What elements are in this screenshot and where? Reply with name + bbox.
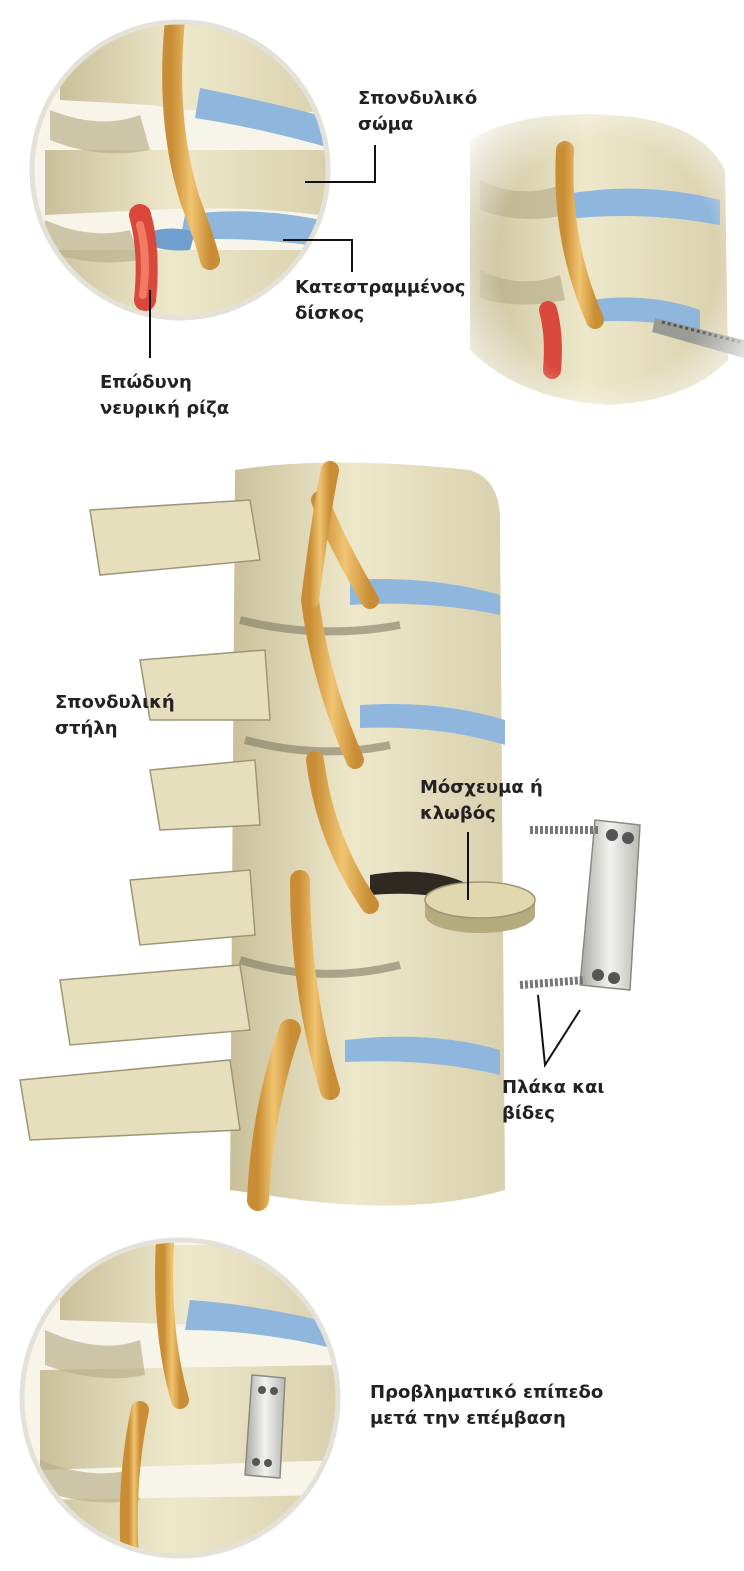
top-right-instrument-view [440,90,744,430]
top-magnified-view [20,10,340,340]
bottom-magnified-view [20,1240,340,1570]
label-damaged-disc: Κατεστραμμένος δίσκος [295,275,465,327]
label-plate-and-screws: Πλάκα και βίδες [502,1075,604,1127]
label-vertebral-body: Σπονδυλικό σώμα [358,86,477,138]
leader-plate-screws [538,995,580,1065]
plate-and-screws-icon [520,820,640,990]
label-painful-nerve-root: Επώδυνη νευρική ρίζα [100,370,229,422]
label-graft-or-cage: Μόσχευμα ή κλωβός [420,775,543,827]
label-problem-level-after: Προβληματικό επίπεδο μετά την επέμβαση [370,1380,603,1432]
label-spinal-column: Σπονδυλική στήλη [55,690,175,742]
graft-cage-icon [425,882,535,933]
